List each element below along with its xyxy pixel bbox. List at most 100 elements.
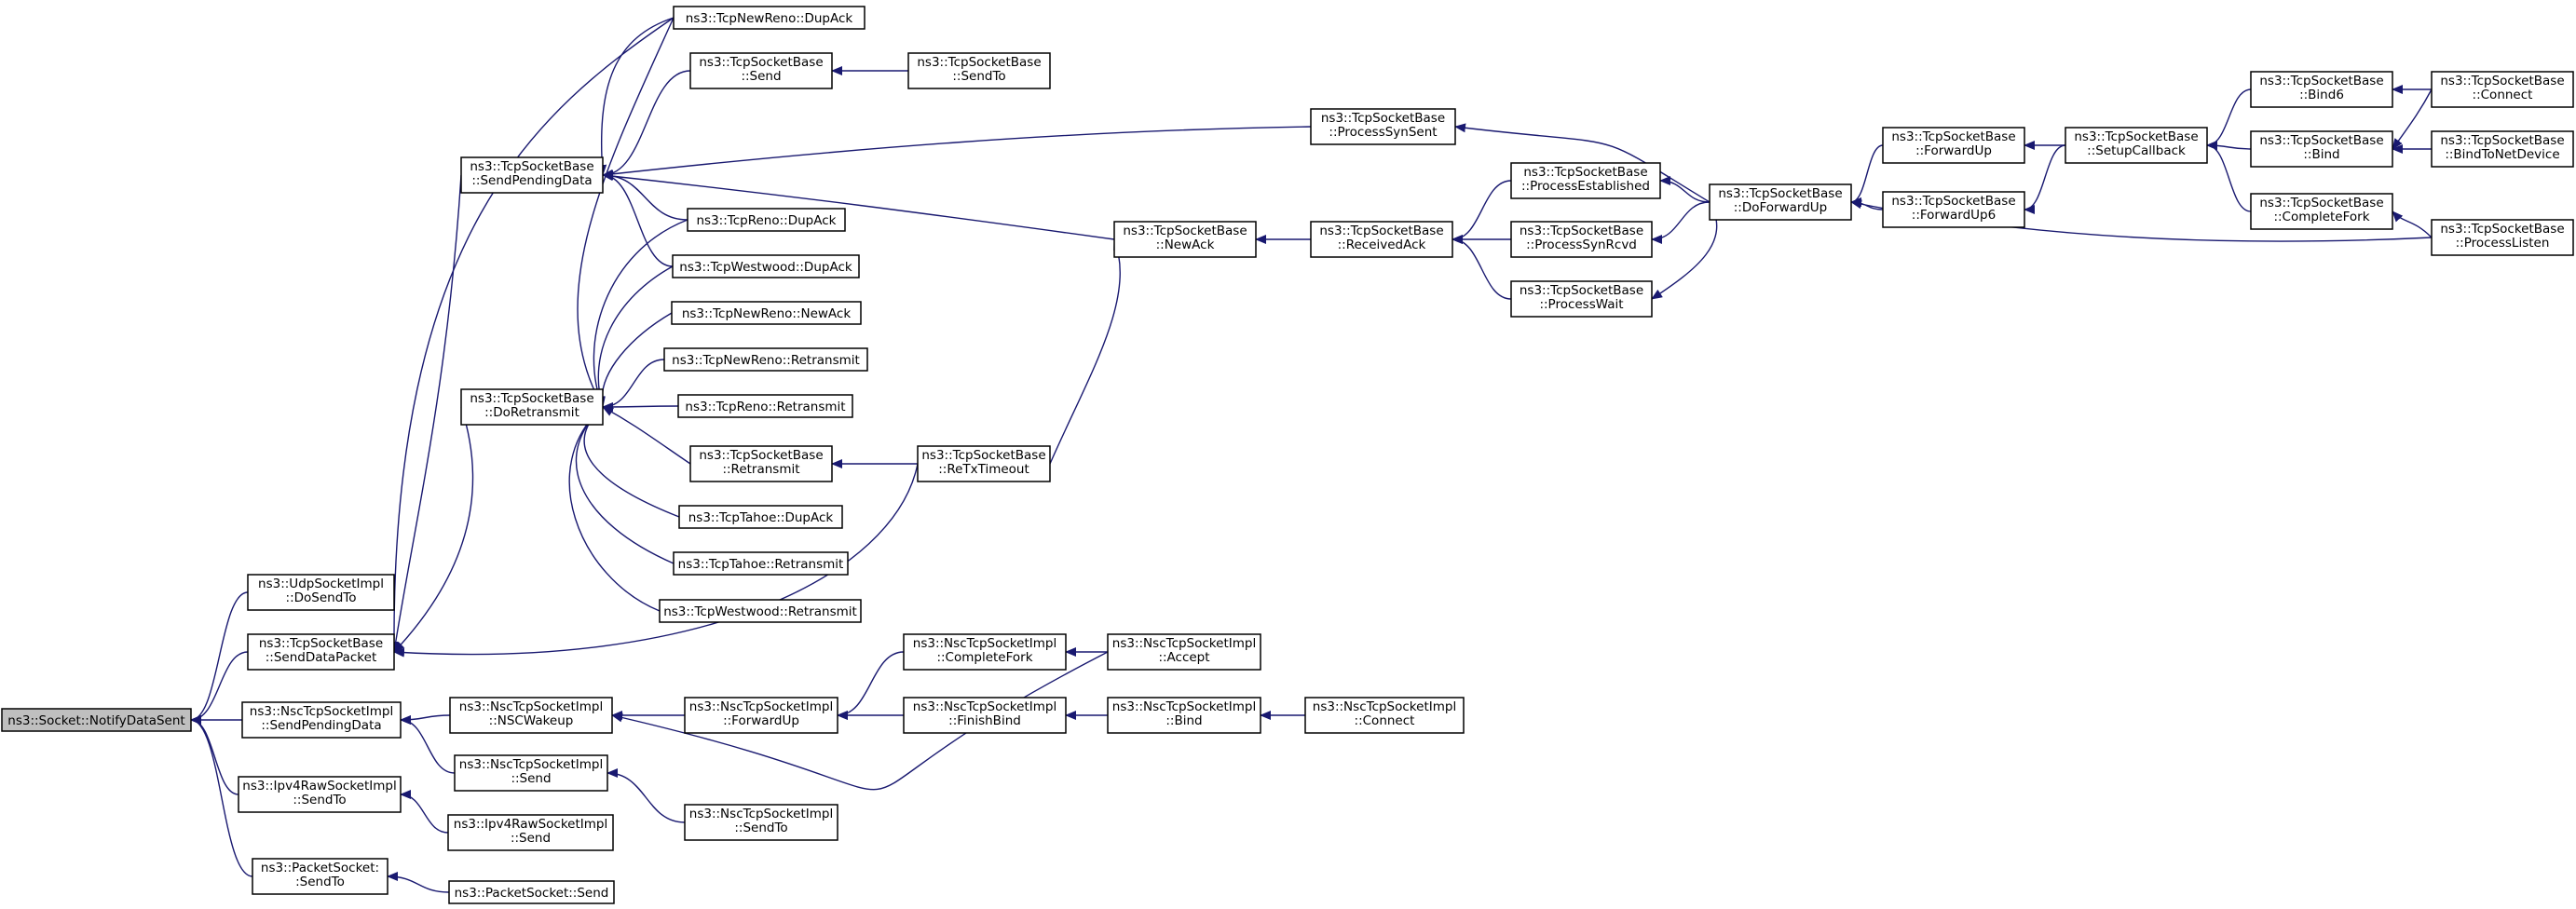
node-label: ns3::TcpSocketBase	[1321, 111, 1445, 126]
call-edge	[190, 591, 249, 725]
graph-node[interactable]: ns3::NscTcpSocketImpl::NSCWakeup	[449, 697, 613, 734]
graph-node[interactable]: ns3::TcpSocketBase::DoRetransmit	[460, 388, 604, 426]
graph-node[interactable]: ns3::PacketSocket::SendTo	[252, 858, 388, 895]
graph-node[interactable]: ns3::TcpSocketBase::NewAck	[1113, 221, 1257, 258]
graph-node[interactable]: ns3::TcpSocketBase::SendPendingData	[460, 156, 604, 194]
node-label: ::DoForwardUp	[1734, 200, 1828, 215]
node-label: ns3::TcpWestwood::Retransmit	[663, 604, 857, 619]
node-label: ::ProcessWait	[1539, 297, 1623, 312]
graph-node[interactable]: ns3::TcpTahoe::Retransmit	[673, 551, 849, 576]
node-box	[447, 814, 614, 851]
graph-node[interactable]: ns3::TcpSocketBase::DoForwardUp	[1709, 183, 1852, 221]
graph-node[interactable]: ns3::TcpNewReno::DupAck	[673, 6, 865, 30]
node-label: ns3::TcpSocketBase	[259, 636, 383, 651]
graph-node[interactable]: ns3::NscTcpSocketImpl::SendTo	[684, 804, 838, 841]
node-label: ns3::TcpSocketBase	[1319, 224, 1443, 238]
graph-node[interactable]: ns3::TcpSocketBase::ProcessListen	[2431, 219, 2574, 256]
graph-node[interactable]: ns3::TcpSocketBase::Connect	[2431, 71, 2574, 108]
graph-node[interactable]: ns3::TcpSocketBase::SendDataPacket	[247, 633, 395, 671]
node-box	[1304, 697, 1465, 734]
call-edge	[400, 715, 456, 774]
node-label: ns3::PacketSocket::Send	[455, 886, 609, 901]
node-label: ns3::NscTcpSocketImpl	[250, 704, 393, 719]
call-edge	[597, 17, 675, 176]
graph-node[interactable]: ns3::TcpSocketBase::ProcessSynSent	[1310, 108, 1456, 145]
node-label: ::SendPendingData	[261, 718, 381, 733]
node-box	[460, 388, 604, 426]
graph-node[interactable]: ns3::TcpSocketBase::ProcessSynRcvd	[1510, 221, 1653, 258]
graph-node[interactable]: ns3::NscTcpSocketImpl::FinishBind	[903, 697, 1067, 734]
node-label: ns3::TcpSocketBase	[699, 55, 823, 70]
graph-node[interactable]: ns3::TcpReno::DupAck	[687, 208, 846, 232]
node-label: ::SendTo	[734, 821, 787, 835]
node-label: ::ProcessListen	[2456, 236, 2550, 251]
node-label: ::Send	[511, 771, 551, 786]
call-edge	[593, 219, 688, 408]
node-label: ::BindToNetDevice	[2445, 147, 2559, 162]
graph-node[interactable]: ns3::TcpNewReno::Retransmit	[663, 347, 868, 372]
node-box	[678, 505, 843, 529]
node-label: ::SendDataPacket	[266, 650, 377, 665]
node-label: ::CompleteFork	[2273, 210, 2369, 224]
graph-node[interactable]: ns3::TcpSocketBase::SetupCallback	[2065, 127, 2208, 164]
graph-node[interactable]: ns3::TcpSocketBase::Send	[689, 52, 833, 89]
node-box	[1107, 697, 1261, 734]
graph-node[interactable]: ns3::TcpSocketBase::SendTo	[907, 52, 1051, 89]
node-label: ns3::TcpSocketBase	[470, 391, 593, 406]
node-label: ::DoSendTo	[286, 590, 357, 605]
graph-node[interactable]: ns3::TcpWestwood::Retransmit	[659, 599, 862, 623]
graph-node[interactable]: ns3::NscTcpSocketImpl::CompleteFork	[903, 633, 1067, 671]
node-label: ::ReTxTimeout	[938, 462, 1029, 477]
node-label: ns3::TcpWestwood::DupAck	[679, 260, 852, 275]
call-edge	[400, 714, 451, 725]
node-label: ::ReceivedAck	[1338, 237, 1426, 252]
graph-node[interactable]: ns3::TcpSocketBase::ProcessWait	[1510, 280, 1653, 318]
node-label: ns3::NscTcpSocketImpl	[689, 699, 833, 714]
graph-node[interactable]: ns3::TcpSocketBase::Retransmit	[689, 445, 833, 482]
graph-node[interactable]: ns3::TcpSocketBase::Bind	[2250, 130, 2393, 168]
graph-node[interactable]: ns3::NscTcpSocketImpl::Connect	[1304, 697, 1465, 734]
graph-node[interactable]: ns3::TcpSocketBase::BindToNetDevice	[2431, 130, 2574, 168]
node-label: ns3::TcpSocketBase	[1523, 165, 1647, 180]
node-label: ns3::NscTcpSocketImpl	[1313, 699, 1456, 714]
node-label: ns3::TcpSocketBase	[2074, 129, 2198, 144]
graph-node[interactable]: ns3::TcpSocketBase::CompleteFork	[2250, 193, 2393, 230]
graph-node[interactable]: ns3::TcpSocketBase::ForwardUp6	[1882, 191, 2025, 228]
node-box	[907, 52, 1051, 89]
call-edge	[602, 170, 688, 221]
node-label: ns3::Ipv4RawSocketImpl	[454, 817, 607, 832]
graph-node[interactable]: ns3::NscTcpSocketImpl::Bind	[1107, 697, 1261, 734]
graph-node[interactable]: ns3::NscTcpSocketImpl::Accept	[1107, 633, 1261, 671]
node-box	[1107, 633, 1261, 671]
node-label: :SendTo	[295, 875, 345, 889]
graph-node[interactable]: ns3::Ipv4RawSocketImpl::SendTo	[238, 776, 402, 813]
node-label: ::NSCWakeup	[489, 713, 574, 728]
graph-node[interactable]: ns3::TcpWestwood::DupAck	[672, 254, 860, 278]
graph-node[interactable]: ns3::TcpTahoe::DupAck	[678, 505, 843, 529]
node-box	[238, 776, 402, 813]
node-label: ns3::PacketSocket:	[261, 861, 379, 875]
graph-node[interactable]: ns3::TcpSocketBase::Bind6	[2250, 71, 2393, 108]
graph-node[interactable]: ns3::TcpNewReno::NewAck	[671, 301, 862, 325]
graph-node[interactable]: ns3::TcpSocketBase::ReceivedAck	[1310, 221, 1453, 258]
node-label: ::Send	[741, 69, 781, 84]
graph-node[interactable]: ns3::TcpSocketBase::ReTxTimeout	[917, 445, 1051, 482]
node-label: ::FinishBind	[948, 713, 1021, 728]
graph-node[interactable]: ns3::NscTcpSocketImpl::Send	[454, 754, 608, 792]
node-box	[2250, 71, 2393, 108]
graph-node[interactable]: ns3::UdpSocketImpl::DoSendTo	[247, 574, 395, 611]
graph-node[interactable]: ns3::PacketSocket::Send	[448, 880, 615, 904]
graph-node[interactable]: ns3::TcpSocketBase::ForwardUp	[1882, 127, 2025, 164]
graph-node[interactable]: ns3::NscTcpSocketImpl::SendPendingData	[241, 701, 402, 739]
node-label: ns3::TcpSocketBase	[2259, 196, 2383, 210]
node-box	[903, 697, 1067, 734]
graph-node[interactable]: ns3::NscTcpSocketImpl::ForwardUp	[684, 697, 838, 734]
graph-node[interactable]: ns3::Socket::NotifyDataSent	[1, 708, 192, 732]
node-label: ::Bind6	[2299, 88, 2344, 102]
graph-node[interactable]: ns3::TcpReno::Retransmit	[677, 394, 853, 418]
call-edge	[577, 17, 675, 408]
node-box	[673, 551, 849, 576]
graph-node[interactable]: ns3::TcpSocketBase::ProcessEstablished	[1510, 162, 1661, 199]
node-label: ns3::NscTcpSocketImpl	[913, 636, 1056, 651]
graph-node[interactable]: ns3::Ipv4RawSocketImpl::Send	[447, 814, 614, 851]
